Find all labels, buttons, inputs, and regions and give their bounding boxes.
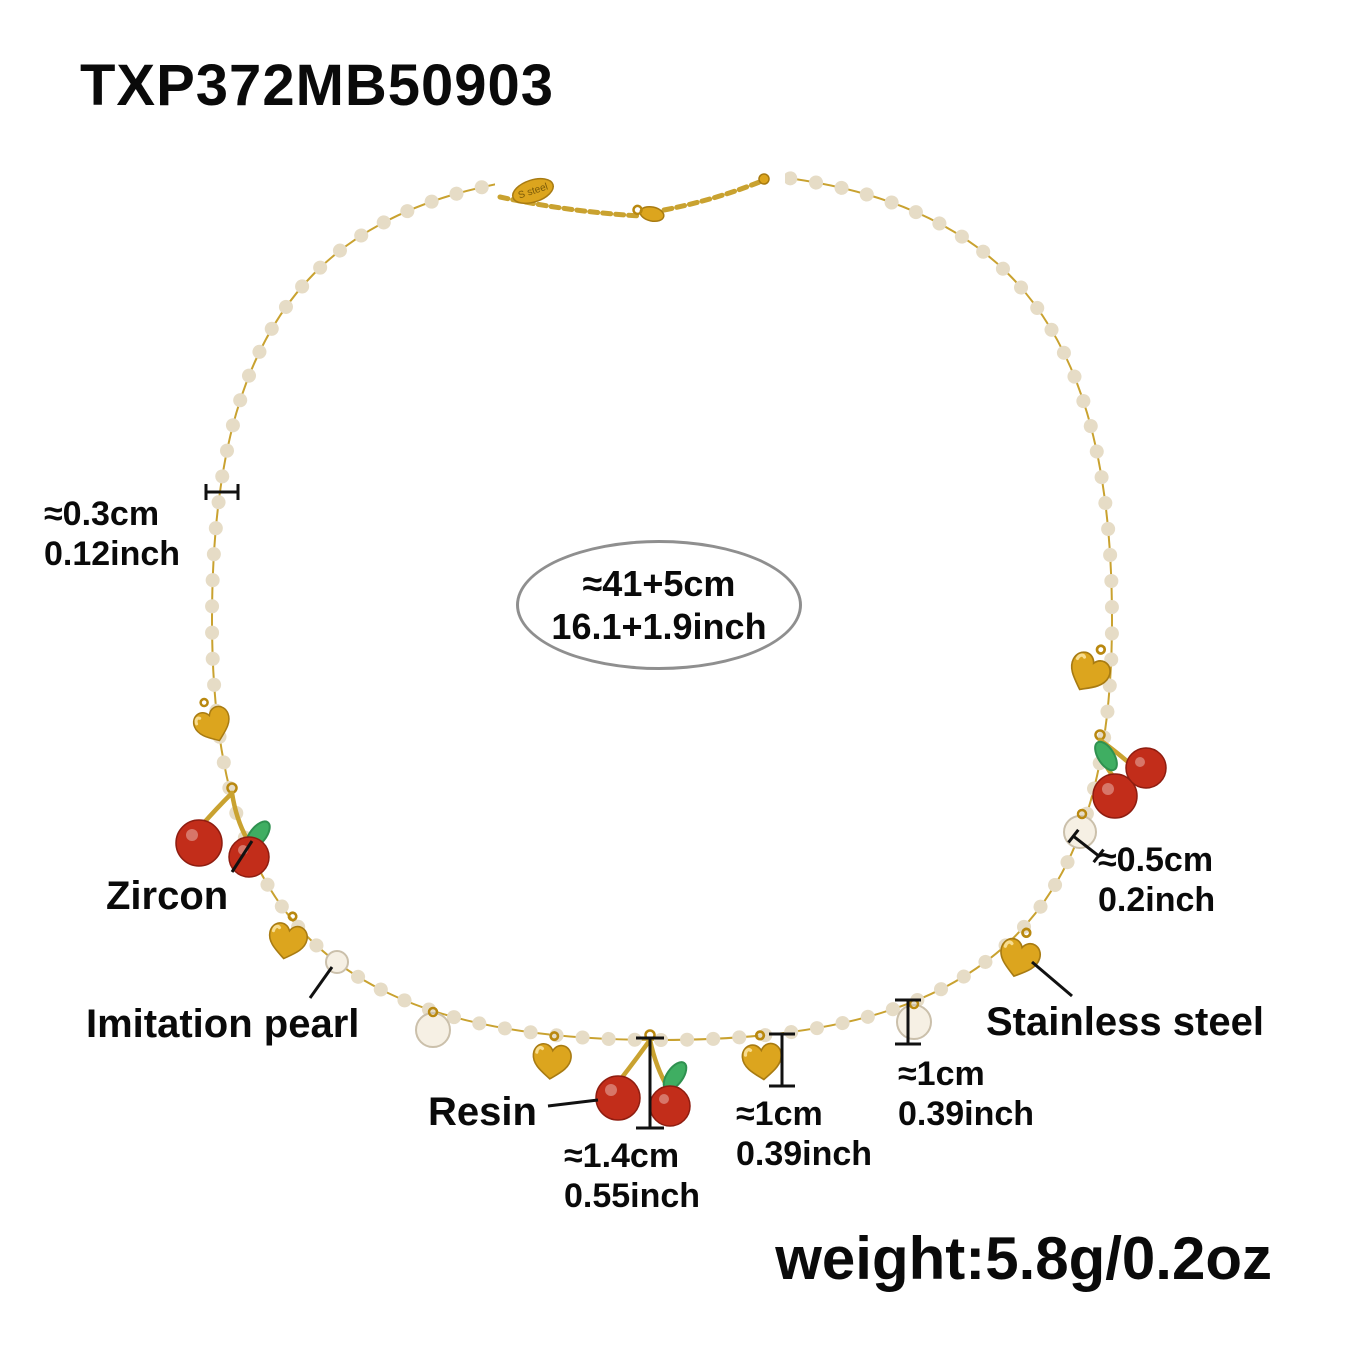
callout-zircon — [230, 840, 254, 873]
callout-stainless-steel — [1031, 960, 1073, 998]
callout-imitation-pearl — [308, 966, 334, 999]
pearl-chain — [204, 162, 1120, 1048]
callout-lines — [230, 840, 1073, 1108]
measurement-cm: ≈1.4cm — [564, 1137, 680, 1175]
tick-drop-pearl — [895, 998, 921, 1046]
measurement-cherry: ≈1.4cm 0.55inch — [564, 1136, 700, 1216]
callout-resin — [547, 1098, 599, 1108]
length-badge: ≈41+5cm 16.1+1.9inch — [516, 540, 802, 670]
cherry-charm-left — [175, 782, 271, 878]
zircon-stone — [1094, 740, 1118, 772]
pearl-drop — [415, 1012, 451, 1048]
measurement-drop-pearl: ≈1cm 0.39inch — [898, 1054, 1034, 1134]
tick-cherry — [636, 1036, 664, 1130]
measurement-cm: ≈0.3cm — [44, 495, 160, 533]
measurement-cm: ≈1cm — [898, 1055, 985, 1093]
tick-heart — [769, 1032, 795, 1088]
resin-bead — [1092, 773, 1138, 819]
resin-bead — [1125, 747, 1167, 789]
resin-bead — [228, 836, 270, 878]
measurement-inch: 0.39inch — [736, 1135, 873, 1174]
extension-end-drop — [758, 173, 770, 185]
tick-side-pearl — [1067, 828, 1105, 864]
label-imitation-pearl: Imitation pearl — [86, 1002, 360, 1046]
measurement-inch: 0.55inch — [564, 1177, 701, 1216]
measurement-cm: ≈1cm — [736, 1095, 823, 1133]
heart-charm — [184, 691, 238, 749]
measurement-inch: 0.12inch — [44, 535, 181, 574]
measurement-inch: 0.39inch — [898, 1095, 1035, 1134]
label-resin: Resin — [428, 1090, 537, 1134]
measurement-marks — [204, 484, 1105, 1130]
resin-bead — [595, 1075, 641, 1121]
clasp-assembly: S steel — [497, 173, 770, 223]
extension-chain — [661, 178, 765, 213]
measurement-chain-pearl: ≈0.3cm 0.12inch — [44, 494, 180, 574]
label-stainless-steel: Stainless steel — [986, 1000, 1264, 1044]
charm-link-rings — [427, 808, 1088, 1018]
lobster-clasp — [632, 204, 665, 223]
length-cm: ≈41+5cm — [582, 562, 736, 604]
heart-charm — [529, 1028, 576, 1083]
length-inch: 16.1+1.9inch — [551, 606, 767, 647]
resin-bead — [649, 1085, 691, 1127]
product-sku: TXP372MB50903 — [80, 53, 555, 118]
weight-label: weight:5.8g/0.2oz — [775, 1225, 1272, 1292]
cherry-charm-right — [1092, 729, 1167, 819]
measurement-side-pearl: ≈0.5cm 0.2inch — [1098, 840, 1215, 920]
measurement-inch: 0.2inch — [1098, 881, 1216, 920]
cherry-charm-bottom — [595, 1029, 691, 1127]
pearl-drop — [896, 1004, 932, 1040]
heart-charm — [263, 907, 314, 965]
brand-tag — [511, 177, 555, 205]
resin-bead — [175, 819, 223, 867]
tick-chain-pearl — [204, 484, 240, 500]
pearl-drop-charms — [325, 815, 1097, 1048]
label-zircon: Zircon — [106, 874, 229, 918]
measurement-heart: ≈1cm 0.39inch — [736, 1094, 872, 1174]
measurement-cm: ≈0.5cm — [1098, 841, 1214, 879]
